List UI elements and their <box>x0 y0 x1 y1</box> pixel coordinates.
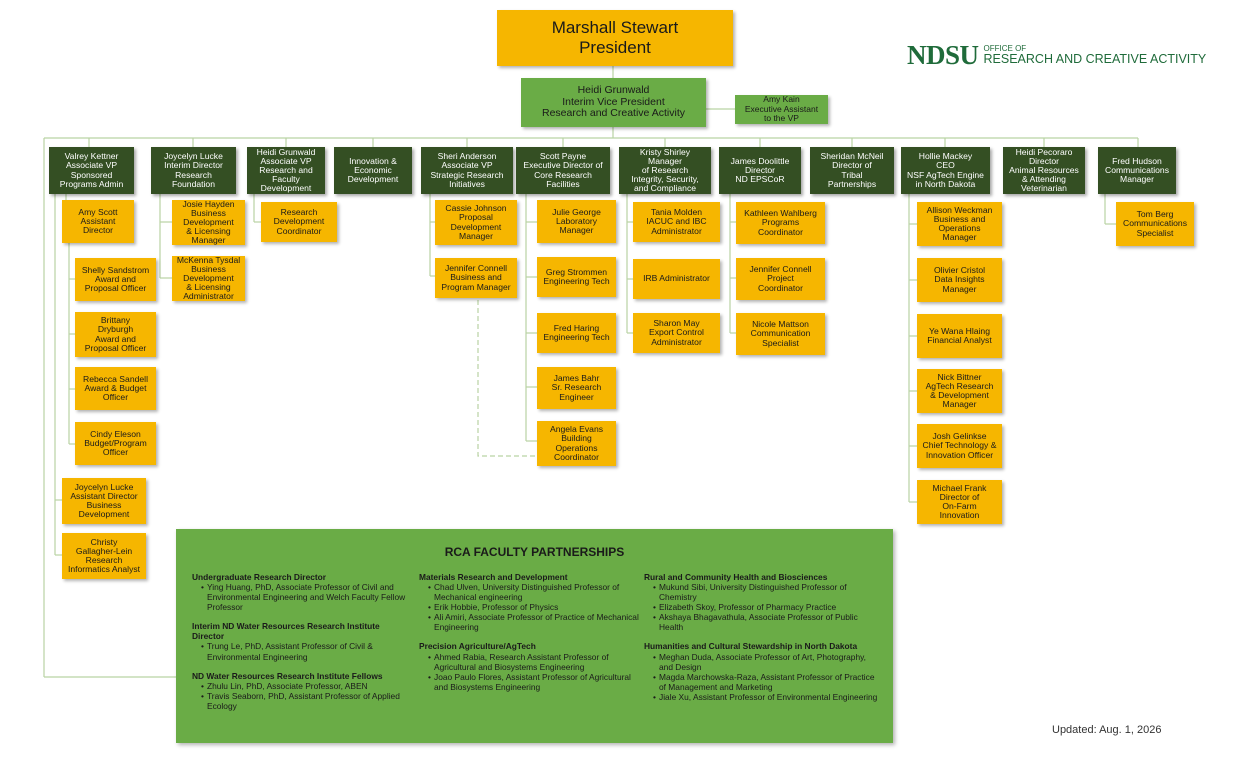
partnership-item: Ying Huang, PhD, Associate Professor of … <box>201 582 414 612</box>
staff-box: Tania Molden IACUC and IBC Administrator <box>633 202 720 242</box>
staff-box: Kathleen Wahlberg Programs Coordinator <box>736 202 825 244</box>
partnership-heading: Interim ND Water Resources Research Inst… <box>192 621 380 642</box>
partnership-group: Rural and Community Health and Bioscienc… <box>644 572 880 632</box>
partnership-heading: Rural and Community Health and Bioscienc… <box>644 572 828 582</box>
partnership-item: Meghan Duda, Associate Professor of Art,… <box>653 652 880 672</box>
logo-wordmark: NDSU <box>907 40 979 70</box>
partnership-item: Ali Amiri, Associate Professor of Practi… <box>428 612 639 632</box>
unit-faculty-development: Heidi Grunwald Associate VP Research and… <box>247 147 325 194</box>
partnership-group: Precision Agriculture/AgTech Ahmed Rabia… <box>419 641 639 691</box>
staff-box: Fred Haring Engineering Tech <box>537 313 616 353</box>
partnership-item: Trung Le, PhD, Assistant Professor of Ci… <box>201 641 414 661</box>
staff-box: IRB Administrator <box>633 259 720 299</box>
staff-box: Josie Hayden Business Development & Lice… <box>172 199 245 245</box>
staff-box: Julie George Laboratory Manager <box>537 200 616 243</box>
partnership-heading: Precision Agriculture/AgTech <box>419 641 536 652</box>
unit-communications: Fred Hudson Communications Manager <box>1098 147 1176 194</box>
staff-box: Brittany Dryburgh Award and Proposal Off… <box>75 312 156 357</box>
staff-box: Christy Gallagher-Lein Research Informat… <box>62 533 146 579</box>
logo-line-2: RESEARCH AND CREATIVE ACTIVITY <box>983 51 1207 66</box>
partnership-item: Chad Ulven, University Distinguished Pro… <box>428 582 639 602</box>
partnership-heading: Humanities and Cultural Stewardship in N… <box>644 641 858 652</box>
unit-agtech-engine: Hollie Mackey CEO NSF AgTech Engine in N… <box>901 147 990 194</box>
staff-box: Jennifer Connell Project Coordinator <box>736 258 825 300</box>
partnership-item: Ahmed Rabia, Research Assistant Professo… <box>428 652 639 672</box>
faculty-partnerships-panel: RCA FACULTY PARTNERSHIPS Undergraduate R… <box>176 529 893 743</box>
unit-research-integrity: Kristy Shirley Manager of Research Integ… <box>619 147 711 194</box>
updated-date: Updated: Aug. 1, 2026 <box>1052 724 1162 736</box>
partnership-item: Elizabeth Skoy, Professor of Pharmacy Pr… <box>653 602 880 612</box>
ndsu-logo: NDSU OFFICE OF RESEARCH AND CREATIVE ACT… <box>907 40 1206 71</box>
partnership-heading: Undergraduate Research Director <box>192 572 327 582</box>
executive-assistant-box: Amy Kain Executive Assistant to the VP <box>735 95 828 124</box>
staff-box: Joycelyn Lucke Assistant Director Busine… <box>62 478 146 524</box>
unit-tribal-partnerships: Sheridan McNeil Director of Tribal Partn… <box>810 147 894 194</box>
unit-animal-resources: Heidi Pecoraro Director Animal Resources… <box>1003 147 1085 194</box>
unit-core-research-facilities: Scott Payne Executive Director of Core R… <box>516 147 610 194</box>
partnership-group: Interim ND Water Resources Research Inst… <box>192 621 414 661</box>
partnership-group: ND Water Resources Research Institute Fe… <box>192 671 414 711</box>
partnerships-column: Undergraduate Research Director Ying Hua… <box>192 572 414 720</box>
staff-box: Nicole Mattson Communication Specialist <box>736 313 825 355</box>
partnership-item: Erik Hobbie, Professor of Physics <box>428 602 639 612</box>
staff-box: Allison Weckman Business and Operations … <box>917 202 1002 246</box>
partnership-item: Mukund Sibi, University Distinguished Pr… <box>653 582 880 602</box>
staff-box: Rebecca Sandell Award & Budget Officer <box>75 367 156 410</box>
staff-box: Josh Gelinkse Chief Technology & Innovat… <box>917 424 1002 468</box>
partnership-item: Jiale Xu, Assistant Professor of Environ… <box>653 692 880 702</box>
partnership-item: Magda Marchowska-Raza, Assistant Profess… <box>653 672 880 692</box>
staff-box: Nick Bittner AgTech Research & Developme… <box>917 369 1002 413</box>
partnership-item: Zhulu Lin, PhD, Associate Professor, ABE… <box>201 681 414 691</box>
vice-president-box: Heidi Grunwald Interim Vice President Re… <box>521 78 706 127</box>
partnership-group: Humanities and Cultural Stewardship in N… <box>644 641 880 702</box>
unit-strategic-research: Sheri Anderson Associate VP Strategic Re… <box>421 147 513 194</box>
staff-box: Research Development Coordinator <box>261 202 337 242</box>
partnership-item: Joao Paulo Flores, Assistant Professor o… <box>428 672 639 692</box>
staff-box: Cindy Eleson Budget/Program Officer <box>75 422 156 465</box>
staff-box: Amy Scott Assistant Director <box>62 200 134 243</box>
unit-research-foundation: Joycelyn Lucke Interim Director Research… <box>151 147 236 194</box>
staff-box: Shelly Sandstrom Award and Proposal Offi… <box>75 258 156 301</box>
logo-subtitle: OFFICE OF RESEARCH AND CREATIVE ACTIVITY <box>983 43 1207 67</box>
partnership-item: Travis Seaborn, PhD, Assistant Professor… <box>201 691 414 711</box>
partnerships-column: Rural and Community Health and Bioscienc… <box>644 572 880 711</box>
partnership-group: Undergraduate Research Director Ying Hua… <box>192 572 414 612</box>
partnership-heading: ND Water Resources Research Institute Fe… <box>192 670 383 681</box>
staff-box: McKenna Tysdal Business Development & Li… <box>172 255 245 301</box>
staff-box: Ye Wana Hlaing Financial Analyst <box>917 314 1002 358</box>
staff-box: James Bahr Sr. Research Engineer <box>537 367 616 409</box>
unit-innovation-economic-development: Innovation & Economic Development <box>334 147 412 194</box>
partnership-item: Akshaya Bhagavathula, Associate Professo… <box>653 612 880 632</box>
staff-box: Olivier Cristol Data Insights Manager <box>917 258 1002 302</box>
staff-box: Greg Strommen Engineering Tech <box>537 257 616 297</box>
logo-line-1: OFFICE OF <box>983 43 1027 53</box>
staff-box: Cassie Johnson Proposal Development Mana… <box>435 200 517 245</box>
partnership-heading: Materials Research and Development <box>419 572 568 582</box>
unit-sponsored-programs: Valrey Kettner Associate VP Sponsored Pr… <box>49 147 134 194</box>
partnerships-title: RCA FACULTY PARTNERSHIPS <box>444 545 625 559</box>
president-box: Marshall Stewart President <box>497 10 733 66</box>
staff-box: Jennifer Connell Business and Program Ma… <box>435 258 517 298</box>
unit-nd-epscor: James Doolittle Director ND EPSCoR <box>719 147 801 194</box>
partnership-group: Materials Research and Development Chad … <box>419 572 639 632</box>
staff-box: Michael Frank Director of On-Farm Innova… <box>917 480 1002 524</box>
staff-box: Sharon May Export Control Administrator <box>633 313 720 353</box>
staff-box: Angela Evans Building Operations Coordin… <box>537 421 616 466</box>
staff-box: Tom Berg Communications Specialist <box>1116 202 1194 246</box>
partnerships-column: Materials Research and Development Chad … <box>419 572 639 701</box>
